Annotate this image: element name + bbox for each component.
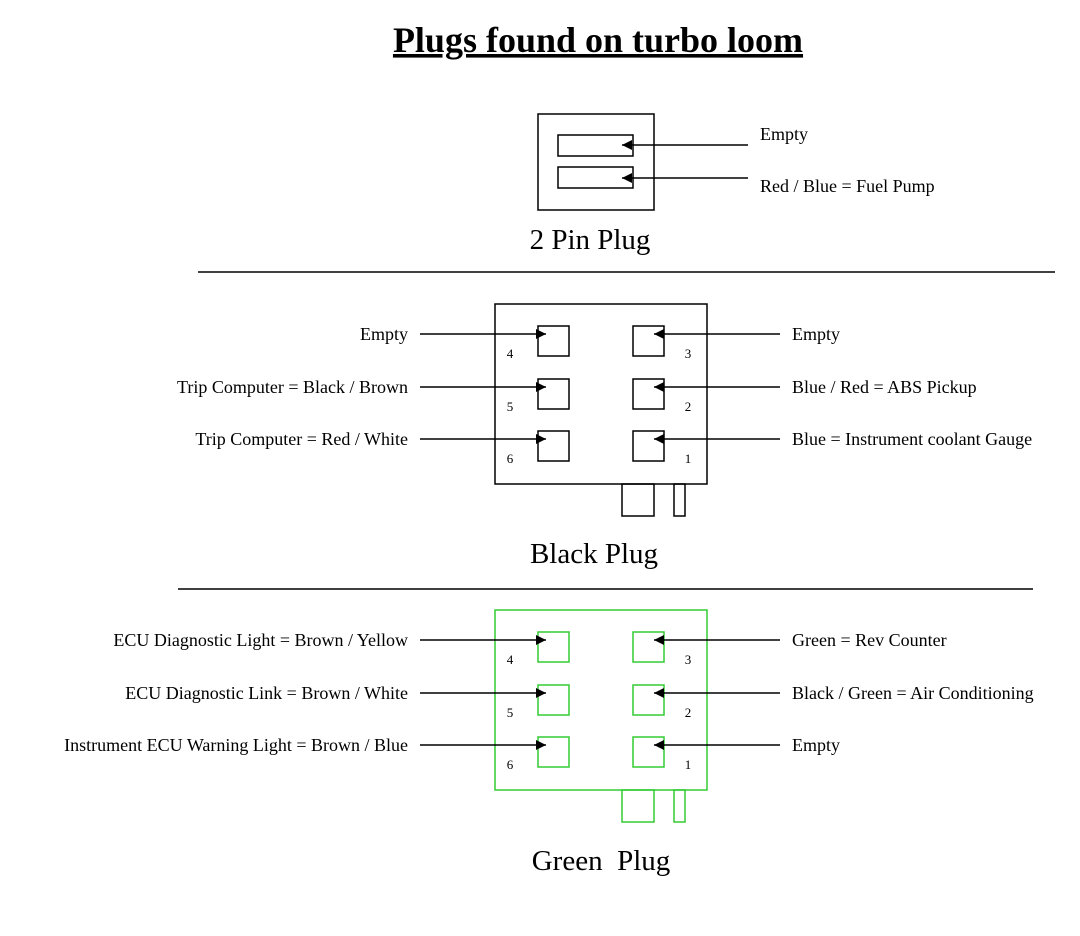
pin-number: 5 xyxy=(507,399,514,414)
pin-label: Black / Green = Air Conditioning xyxy=(792,683,1034,703)
arrow-icon xyxy=(654,688,664,698)
pin-number: 3 xyxy=(685,346,692,361)
arrow-icon xyxy=(654,329,664,339)
arrow-icon xyxy=(536,635,546,645)
green-pin-2 xyxy=(632,684,665,716)
pin-label: Blue = Instrument coolant Gauge xyxy=(792,429,1032,449)
green-plug-caption: Green Plug xyxy=(532,845,671,877)
black-plug-key xyxy=(673,483,686,517)
two-pin-slot-top xyxy=(557,134,634,157)
arrow-icon xyxy=(536,329,546,339)
pin-label: Empty xyxy=(792,735,840,755)
black-plug-latch xyxy=(621,483,655,517)
arrow-icon xyxy=(536,382,546,392)
pin-label: Instrument ECU Warning Light = Brown / B… xyxy=(64,735,408,755)
black-pin-5 xyxy=(537,378,570,410)
pin-number: 1 xyxy=(685,451,692,466)
pin-label: Blue / Red = ABS Pickup xyxy=(792,377,977,397)
black-pin-1 xyxy=(632,430,665,462)
arrow-icon xyxy=(536,740,546,750)
black-pin-2 xyxy=(632,378,665,410)
arrow-icon xyxy=(654,434,664,444)
two-pin-label-bottom: Red / Blue = Fuel Pump xyxy=(760,176,935,196)
arrow-icon xyxy=(622,140,632,150)
green-pin-6 xyxy=(537,736,570,768)
pin-number: 3 xyxy=(685,652,692,667)
two-pin-plug-housing xyxy=(537,113,655,211)
arrow-icon xyxy=(536,688,546,698)
pin-number: 2 xyxy=(685,705,692,720)
pin-number: 2 xyxy=(685,399,692,414)
pin-label: Empty xyxy=(792,324,840,344)
two-pin-label-top: Empty xyxy=(760,124,808,144)
green-plug-key xyxy=(673,789,686,823)
pin-label: Green = Rev Counter xyxy=(792,630,947,650)
green-plug-latch xyxy=(621,789,655,823)
black-pin-6 xyxy=(537,430,570,462)
green-plug-wiring: 4 5 6 3 2 1 ECU Diagnostic Light = Brown… xyxy=(64,630,1033,877)
pin-label: Empty xyxy=(360,324,408,344)
pin-number: 6 xyxy=(507,757,514,772)
pin-number: 5 xyxy=(507,705,514,720)
black-plug: 4 5 6 3 2 1 Empty Trip Computer = Black … xyxy=(177,303,1032,570)
black-pin-3 xyxy=(632,325,665,357)
green-pin-3 xyxy=(632,631,665,663)
arrow-icon xyxy=(654,635,664,645)
two-pin-plug: Empty Red / Blue = Fuel Pump 2 Pin Plug xyxy=(530,113,935,256)
black-plug-caption: Black Plug xyxy=(530,538,658,570)
pin-label: ECU Diagnostic Light = Brown / Yellow xyxy=(113,630,408,650)
green-plug xyxy=(494,609,708,823)
green-pin-5 xyxy=(537,684,570,716)
pin-label: Trip Computer = Red / White xyxy=(195,429,408,449)
pin-number: 4 xyxy=(507,652,514,667)
pin-number: 6 xyxy=(507,451,514,466)
pin-number: 1 xyxy=(685,757,692,772)
green-pin-4 xyxy=(537,631,570,663)
pin-number: 4 xyxy=(507,346,514,361)
green-pin-1 xyxy=(632,736,665,768)
two-pin-slot-bottom xyxy=(557,166,634,189)
page-title: Plugs found on turbo loom xyxy=(393,20,803,60)
arrow-icon xyxy=(622,173,632,183)
pin-label: Trip Computer = Black / Brown xyxy=(177,377,408,397)
arrow-icon xyxy=(536,434,546,444)
pin-label: ECU Diagnostic Link = Brown / White xyxy=(125,683,408,703)
arrow-icon xyxy=(654,382,664,392)
green-plug-housing xyxy=(494,609,708,791)
two-pin-plug-caption: 2 Pin Plug xyxy=(530,224,651,256)
arrow-icon xyxy=(654,740,664,750)
black-plug-housing xyxy=(494,303,708,485)
black-pin-4 xyxy=(537,325,570,357)
